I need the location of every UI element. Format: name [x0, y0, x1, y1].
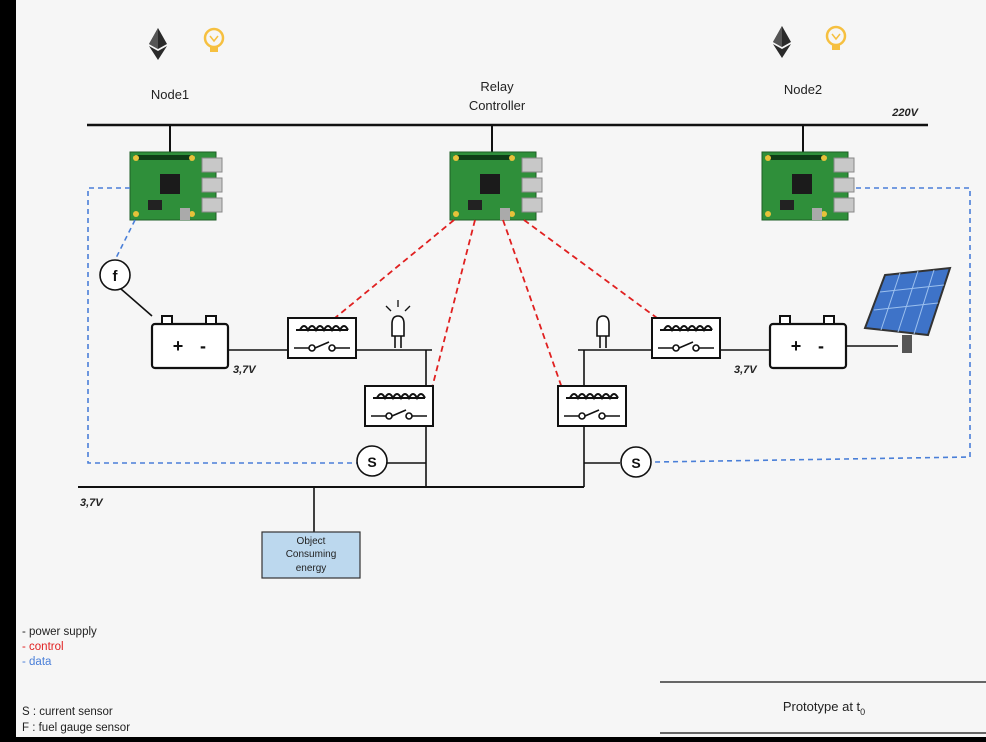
- right-battery-voltage: 3,7V: [734, 364, 758, 376]
- fuel-gauge-sensor: [99, 259, 131, 291]
- current-sensor-right: [620, 446, 652, 478]
- solar-panel: [863, 266, 952, 353]
- node2-label: Node2: [784, 82, 822, 97]
- fuel-gauge-label: f: [113, 268, 119, 285]
- svg-text:+: +: [791, 336, 802, 356]
- legend-power: - power supply: [22, 626, 97, 638]
- data-lines: [87, 187, 971, 464]
- led-light-rays: [385, 300, 411, 312]
- legend-f-definition: F : fuel gauge sensor: [22, 722, 130, 734]
- legend-data: - data: [22, 656, 52, 668]
- bus-voltage: 3,7V: [80, 497, 104, 509]
- left-battery-voltage: 3,7V: [233, 364, 257, 376]
- mains-voltage: 220V: [891, 107, 919, 119]
- left-top-relay: [287, 317, 357, 359]
- svg-text:+: +: [173, 336, 184, 356]
- prototype-caption: Prototype at t0: [783, 699, 865, 717]
- load-label-line3: energy: [296, 563, 327, 574]
- relay-label-line1: Relay: [480, 79, 514, 94]
- node1-label: Node1: [151, 87, 189, 102]
- current-sensor-left: [356, 445, 388, 477]
- legend-s-definition: S : current sensor: [22, 706, 113, 718]
- current-sensor-left-label: S: [367, 454, 376, 470]
- relay-label-line2: Controller: [469, 98, 526, 113]
- raspberry-pi-relay-controller: [449, 151, 543, 221]
- left-battery: + -: [150, 315, 230, 370]
- current-sensor-right-label: S: [631, 455, 640, 471]
- right-battery: + -: [768, 315, 848, 370]
- load-label-line2: Consuming: [286, 549, 337, 560]
- svg-text:-: -: [818, 336, 824, 356]
- raspberry-pi-node2: [761, 151, 855, 221]
- control-lines: [334, 219, 658, 389]
- load-label-line1: Object: [297, 536, 326, 547]
- left-bottom-relay: [364, 385, 434, 427]
- object-consuming-energy: [261, 531, 361, 579]
- legend-control: - control: [22, 641, 64, 653]
- svg-text:-: -: [200, 336, 206, 356]
- raspberry-pi-node1: [129, 151, 223, 221]
- right-top-relay: [651, 317, 721, 359]
- right-bottom-relay: [557, 385, 627, 427]
